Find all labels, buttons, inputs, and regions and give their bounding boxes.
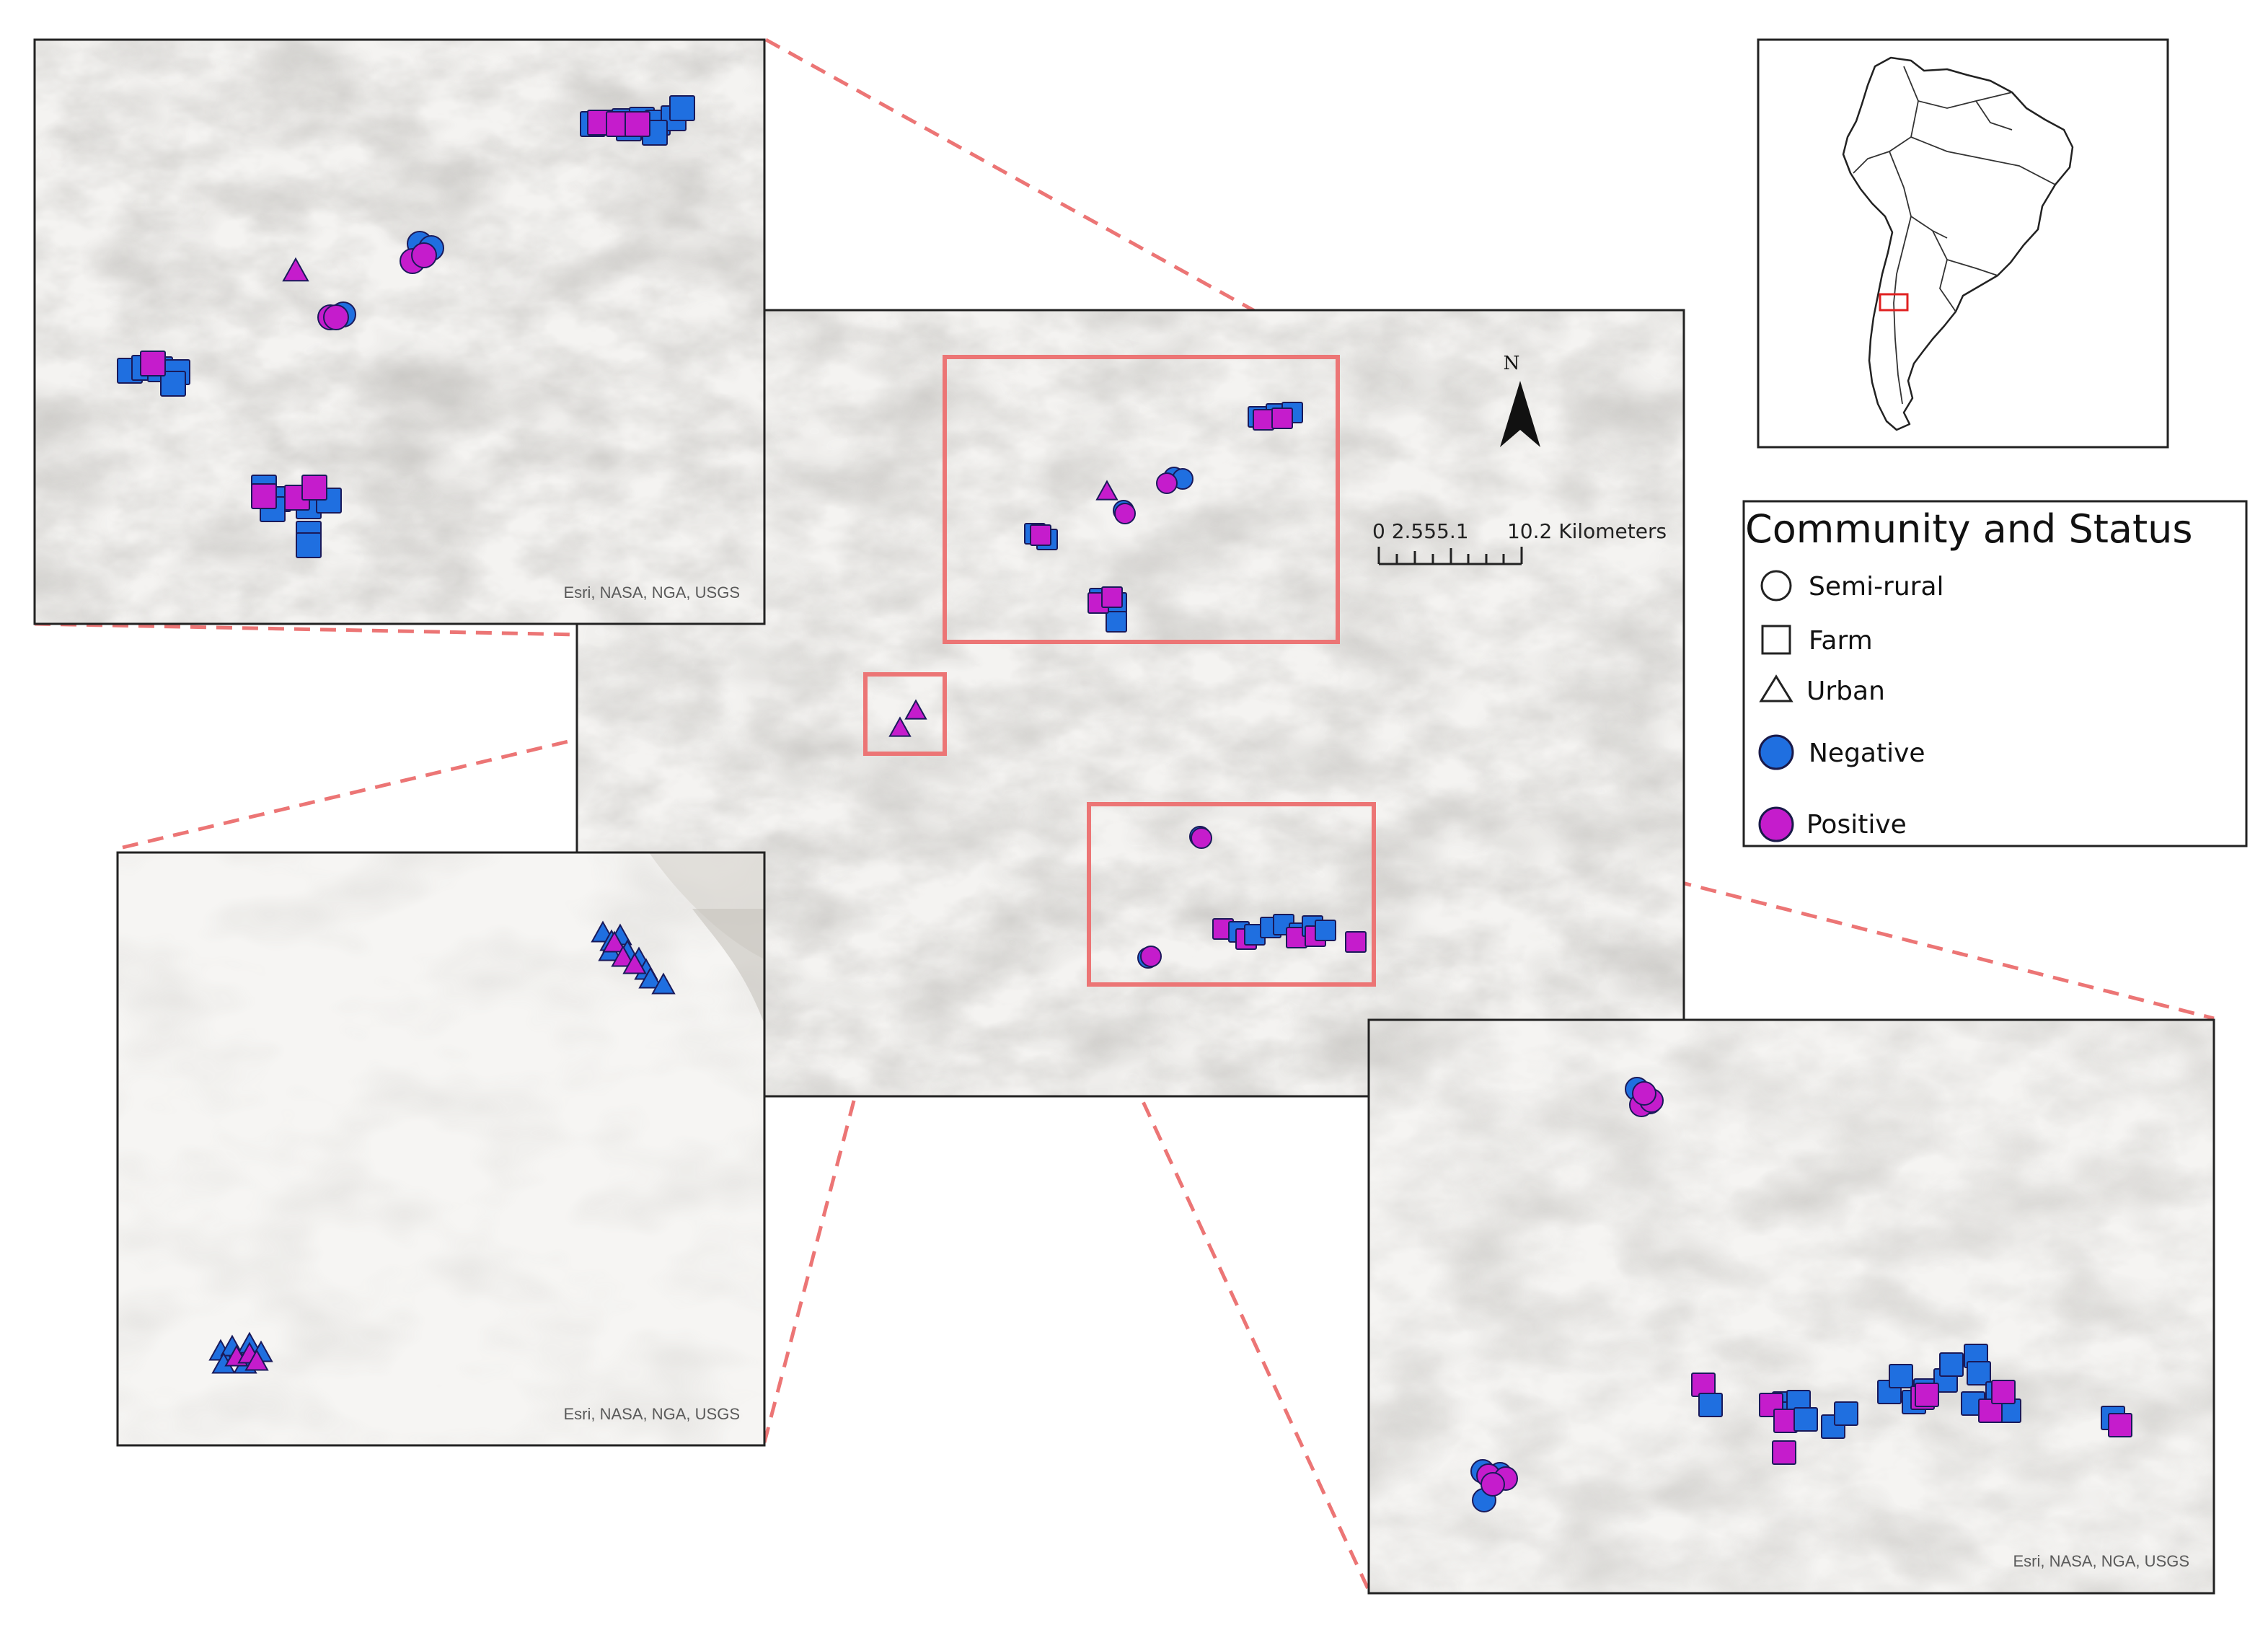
- semi-rural-positive-marker: [323, 304, 349, 330]
- farm-positive-marker: [251, 483, 277, 509]
- south-america-outline: [1842, 56, 2074, 431]
- legend: Community and Status Semi-rural Farm Urb…: [1742, 500, 2248, 847]
- main-map-markers: [888, 402, 1367, 969]
- farm-negative-marker: [1315, 920, 1336, 941]
- farm-positive-marker: [1978, 1398, 2003, 1423]
- inset-north-markers: [117, 95, 695, 558]
- south-america-locator: [1757, 38, 2169, 449]
- urban-positive-marker: [602, 930, 627, 953]
- farm-negative-marker: [1106, 611, 1127, 633]
- semi-rural-positive-marker: [1191, 827, 1212, 849]
- scale-bar: 0 2.555.1 10.2 Kilometers: [1372, 519, 1667, 565]
- urban-positive-marker: [282, 257, 309, 282]
- semi-rural-positive-marker: [1481, 1472, 1505, 1497]
- farm-negative-marker: [669, 95, 695, 121]
- callout-box-north: [943, 355, 1340, 644]
- farm-positive-marker: [1030, 524, 1051, 546]
- attribution-south: Esri, NASA, NGA, USGS: [2013, 1552, 2190, 1570]
- north-arrow-label: N: [1504, 353, 1520, 374]
- callout-line-urban-bottom: [762, 753, 947, 1443]
- callout-line-north-top: [764, 38, 1339, 359]
- farm-negative-marker: [1967, 1361, 1991, 1386]
- urban-positive-marker: [622, 952, 647, 974]
- farm-positive-marker: [2108, 1413, 2132, 1437]
- semi-rural-positive-marker: [1114, 503, 1136, 524]
- main-callout-boxes: [863, 355, 1376, 987]
- farm-positive-marker: [1772, 1440, 1796, 1465]
- farm-positive-marker: [1915, 1383, 1939, 1407]
- semi-rural-positive-marker: [411, 242, 437, 268]
- farm-positive-marker: [625, 111, 650, 137]
- urban-positive-marker: [611, 945, 635, 967]
- urban-negative-marker: [638, 966, 663, 989]
- farm-positive-marker: [1101, 586, 1123, 608]
- farm-negative-marker: [1698, 1393, 1723, 1417]
- semi-rural-positive-marker: [1156, 472, 1178, 494]
- legend-title: Community and Status: [1745, 506, 2193, 552]
- positive-icon: [1758, 806, 1794, 842]
- urban-positive-marker: [1095, 480, 1118, 501]
- semi-rural-positive-marker: [1140, 946, 1162, 967]
- farm-negative-marker: [1889, 1364, 1913, 1388]
- inset-north-map: Esri, NASA, NGA, USGS: [33, 38, 766, 625]
- inset-south-markers: [1470, 1077, 2132, 1512]
- urban-positive-marker: [888, 716, 912, 737]
- scale-bar-label: 0 2.555.1 10.2 Kilometers: [1372, 519, 1667, 543]
- legend-label-negative: Negative: [1809, 739, 1925, 768]
- semi-rural-positive-marker: [1632, 1081, 1656, 1106]
- urban-positive-marker: [244, 1349, 269, 1371]
- callout-box-south: [1087, 802, 1376, 987]
- farm-icon: [1761, 625, 1791, 655]
- farm-negative-marker: [1793, 1407, 1818, 1432]
- legend-label-positive: Positive: [1806, 810, 1907, 840]
- urban-negative-marker: [651, 972, 676, 995]
- farm-positive-marker: [1991, 1380, 2016, 1404]
- farm-positive-marker: [1345, 931, 1367, 953]
- north-arrow: N: [1500, 353, 1540, 447]
- farm-negative-marker: [1939, 1352, 1964, 1377]
- inset-urban-markers: [208, 920, 676, 1374]
- attribution-north: Esri, NASA, NGA, USGS: [564, 583, 741, 602]
- north-arrow-icon: [1500, 381, 1540, 447]
- farm-positive-marker: [1271, 408, 1293, 429]
- farm-positive-marker: [301, 475, 327, 501]
- attribution-urban: Esri, NASA, NGA, USGS: [564, 1405, 741, 1423]
- inset-urban-map: Esri, NASA, NGA, USGS: [116, 851, 766, 1447]
- locator-study-area-box: [1879, 293, 1909, 312]
- farm-negative-marker: [1834, 1401, 1858, 1426]
- inset-south-map: Esri, NASA, NGA, USGS: [1367, 1018, 2215, 1595]
- urban-icon: [1759, 674, 1793, 702]
- legend-label-urban: Urban: [1806, 677, 1885, 706]
- semi-rural-icon: [1760, 570, 1792, 602]
- urban-positive-marker: [904, 699, 927, 720]
- farm-positive-marker: [140, 351, 166, 376]
- country-borders: [1853, 66, 2056, 405]
- farm-positive-marker: [1253, 409, 1274, 431]
- farm-negative-marker: [296, 532, 322, 558]
- negative-icon: [1758, 734, 1794, 770]
- callout-box-urban: [863, 672, 947, 756]
- legend-label-farm: Farm: [1809, 626, 1873, 656]
- farm-negative-marker: [160, 371, 186, 397]
- legend-label-semi-rural: Semi-rural: [1809, 572, 1944, 602]
